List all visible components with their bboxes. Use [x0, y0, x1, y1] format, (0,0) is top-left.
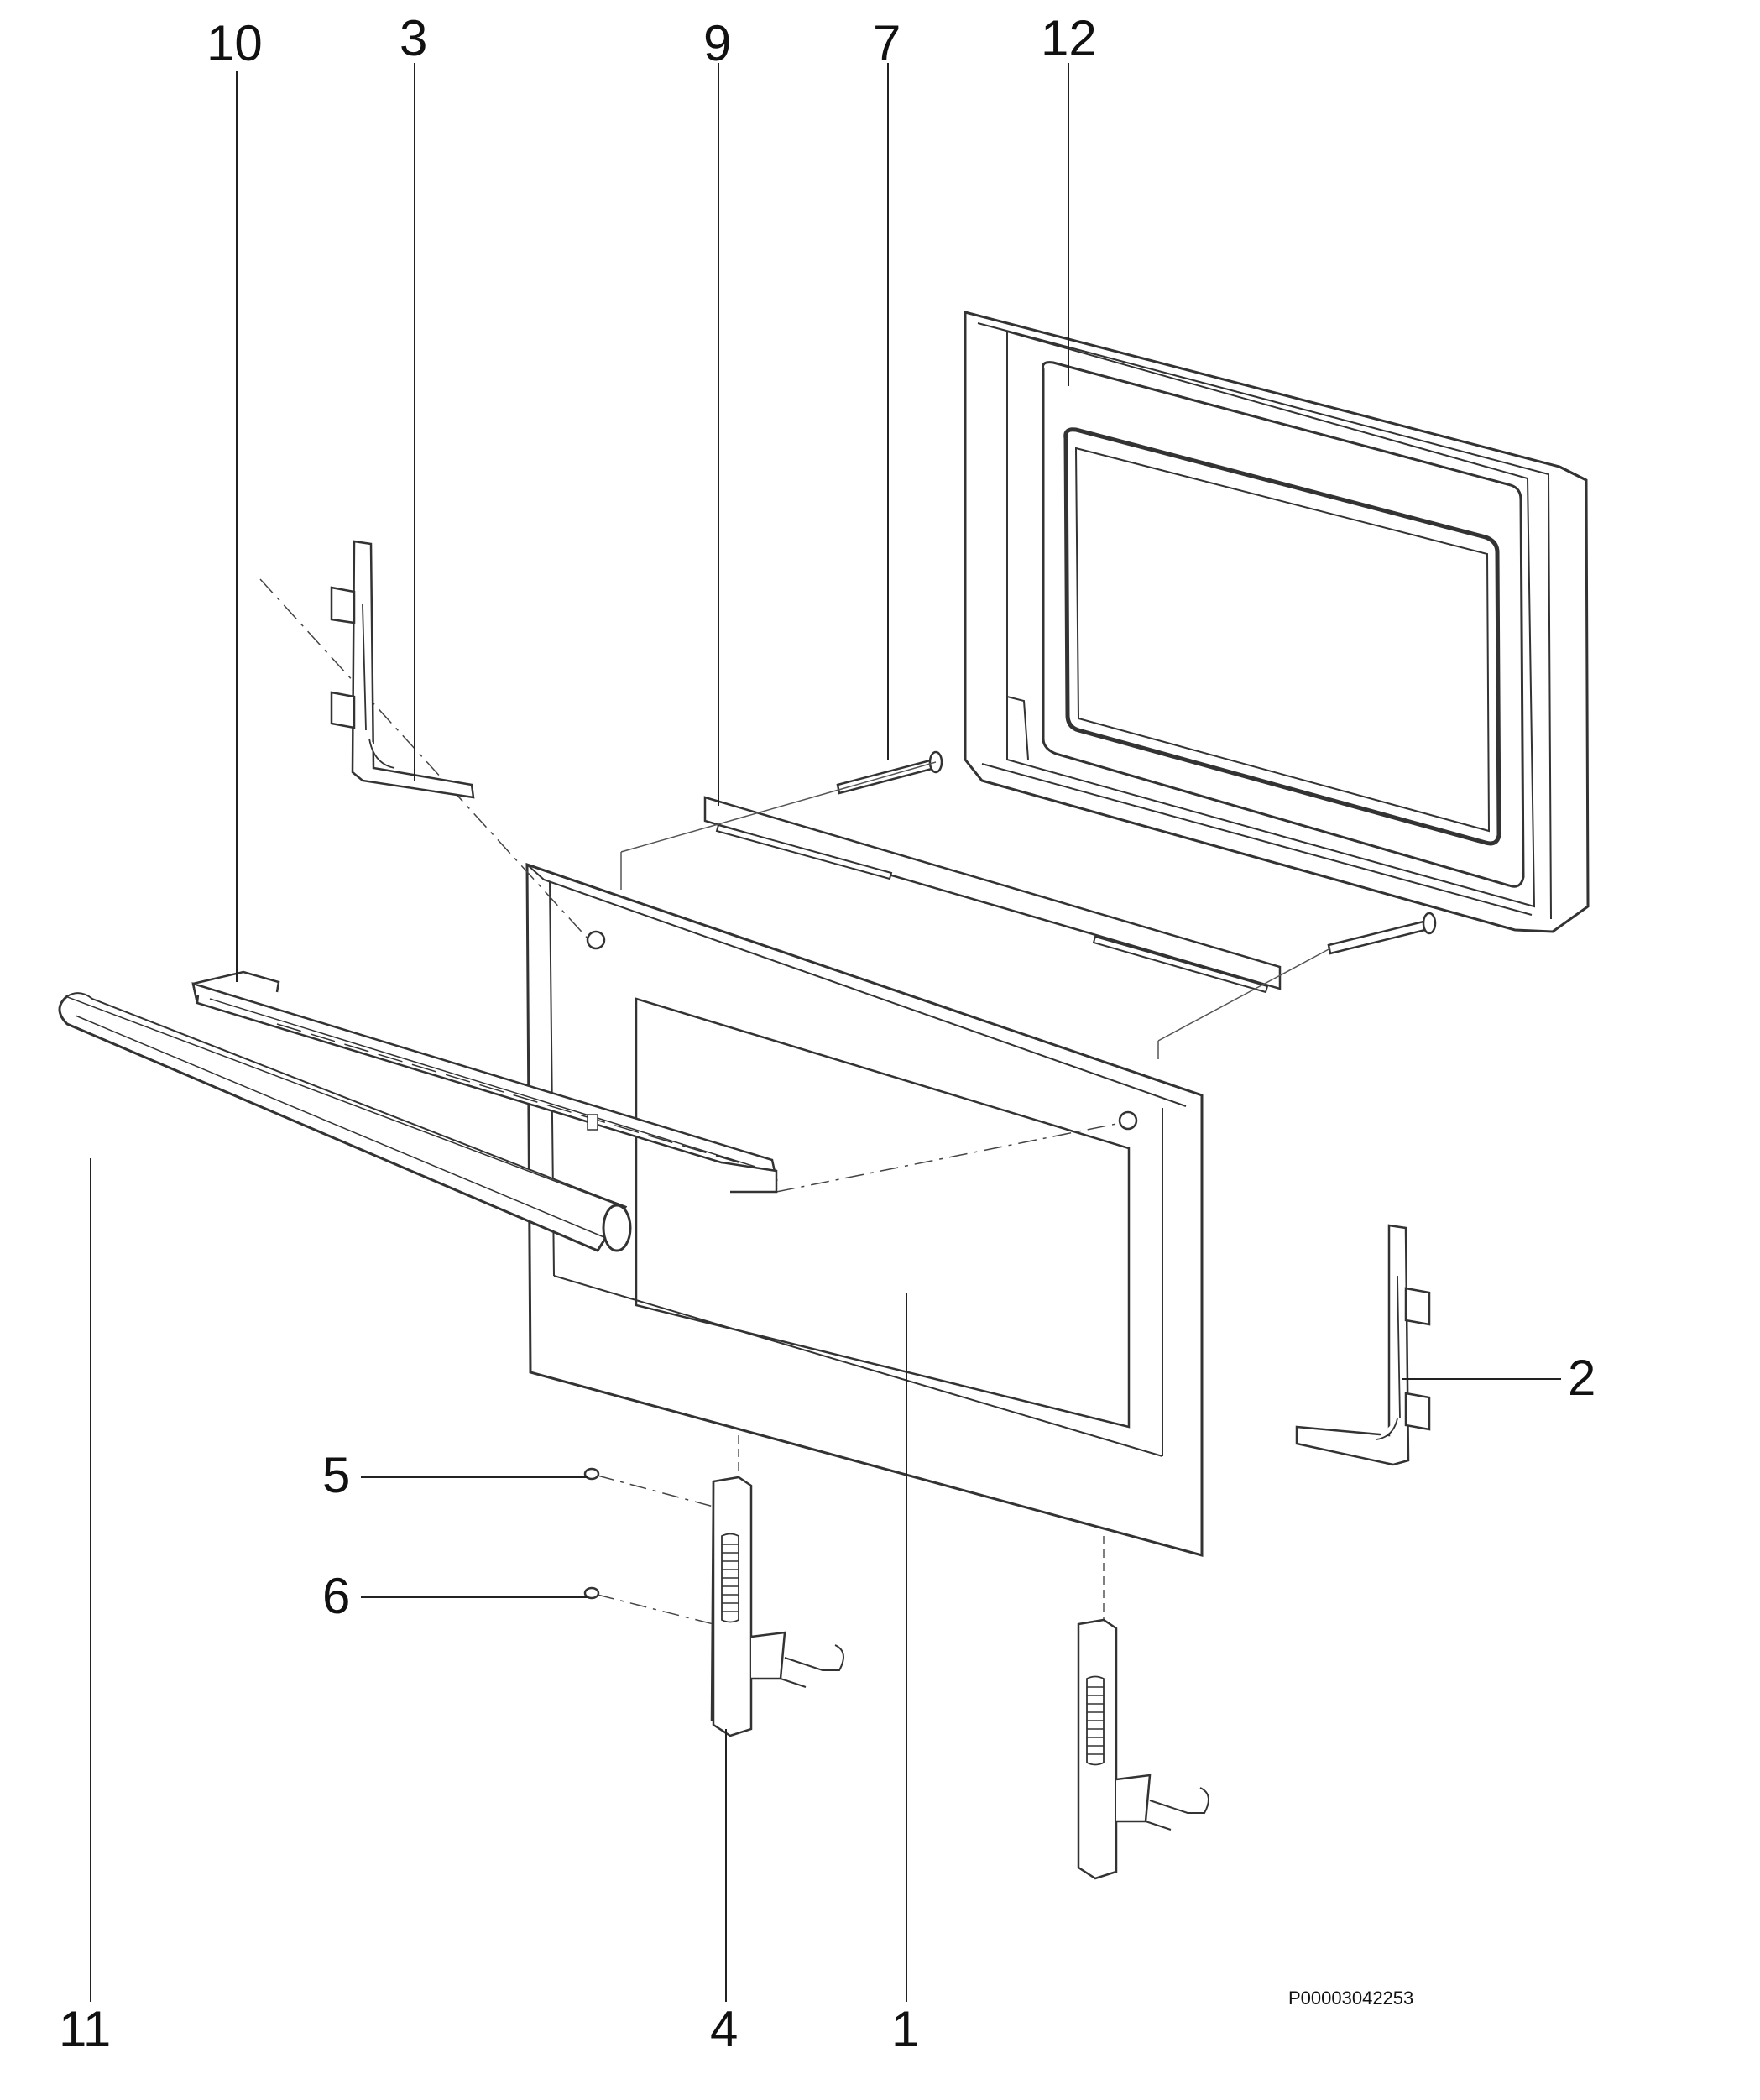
- callout-11: 11: [59, 2001, 112, 2057]
- screws-5-6: [583, 1467, 600, 1600]
- part-3-hinge-receiver: [330, 540, 475, 799]
- callout-9: 9: [703, 15, 732, 71]
- callout-4: 4: [710, 2001, 739, 2057]
- screw-guide-lines: [597, 1475, 714, 1625]
- callout-5: 5: [322, 1447, 351, 1503]
- part-12-inner-frame: [964, 311, 1590, 933]
- part-4-hinge-left: [710, 1476, 844, 1737]
- handle-mount-lines: [259, 578, 1121, 1193]
- callout-10: 10: [206, 15, 263, 71]
- callout-3: 3: [400, 10, 428, 66]
- hinge-right: [1077, 1618, 1209, 1880]
- callout-2: 2: [1568, 1350, 1596, 1406]
- part-1-outer-glass: [525, 862, 1204, 1557]
- callout-12: 12: [1041, 10, 1097, 66]
- part-10-handle-bracket: [191, 970, 778, 1194]
- assembly-guide-lines: [620, 761, 1331, 1620]
- callout-6: 6: [322, 1568, 351, 1624]
- callout-1: 1: [891, 2001, 920, 2057]
- reference-code: P00003042253: [1288, 1988, 1414, 2009]
- part-2-hinge-receiver: [1295, 1224, 1431, 1466]
- part-9-spacer-bar: [703, 796, 1282, 994]
- callout-leader-lines: [90, 63, 1561, 2002]
- callout-7: 7: [873, 15, 901, 71]
- part-11-handle-tube: [58, 992, 632, 1252]
